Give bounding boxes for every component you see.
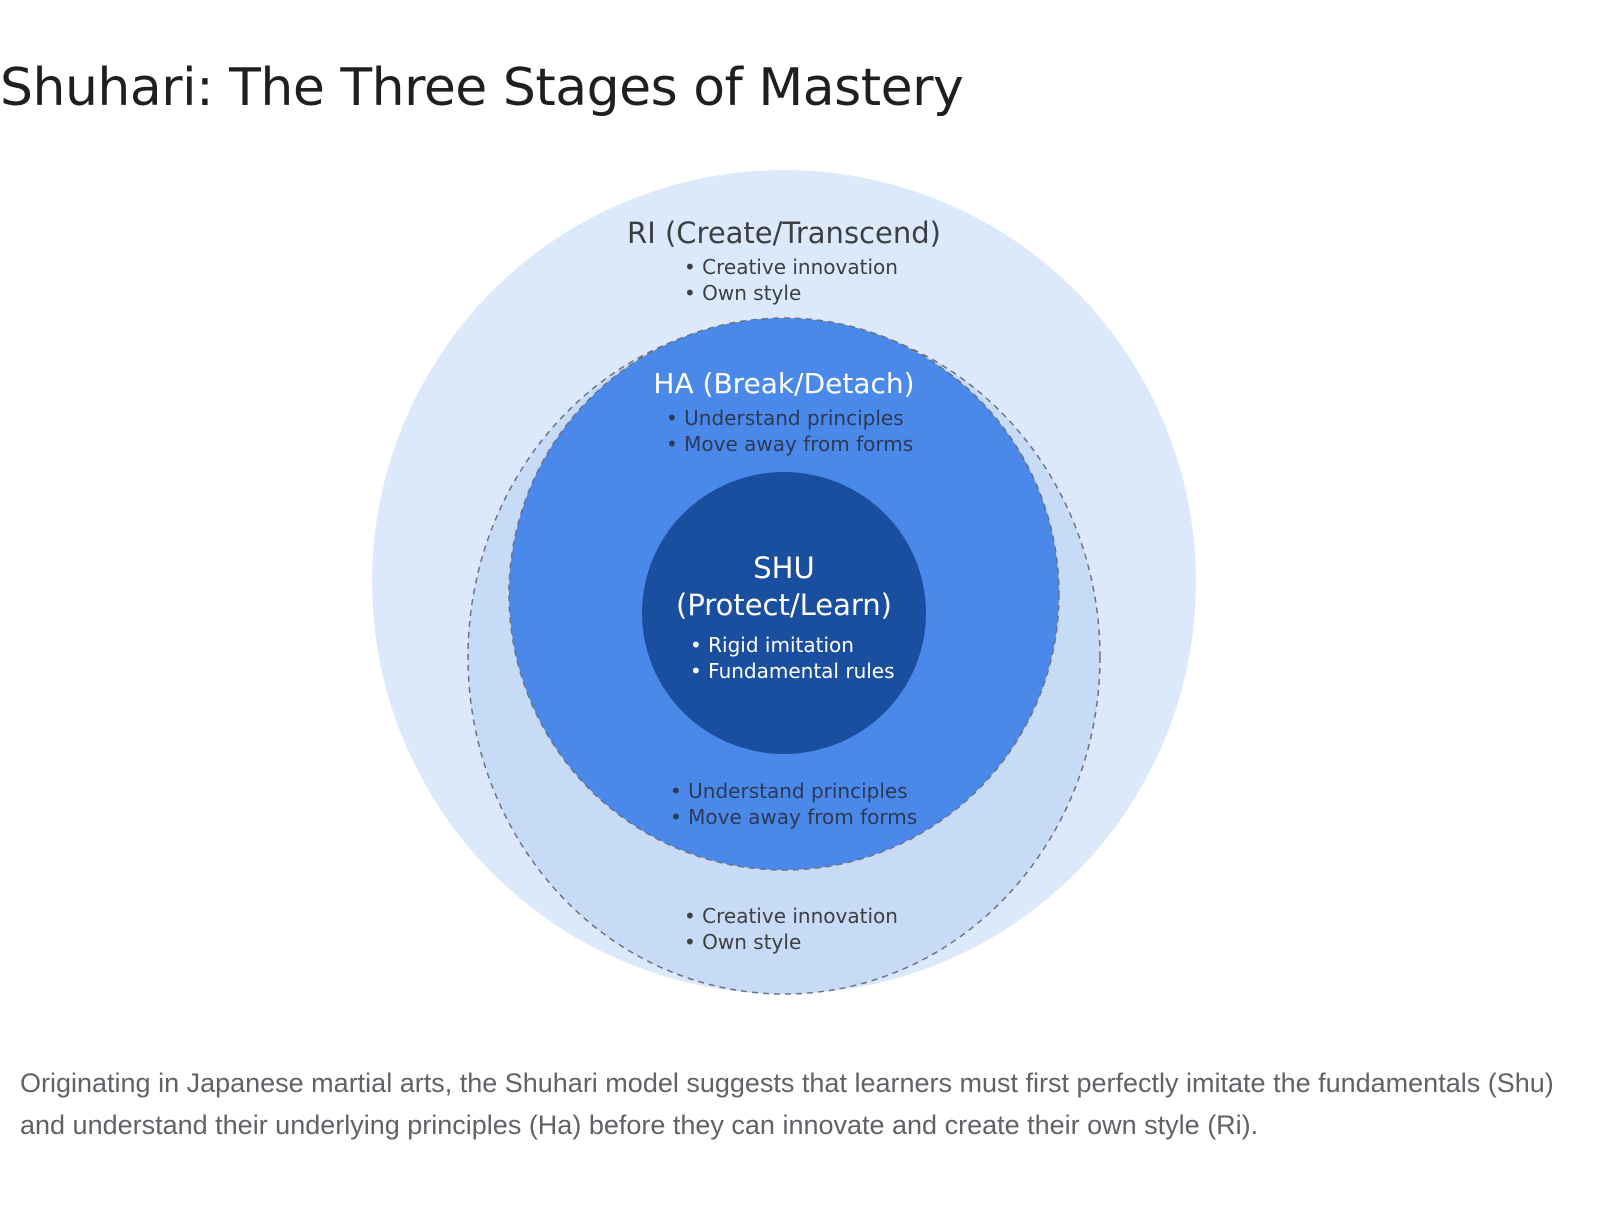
ha-bottom-bullet-2: • Move away from forms [670, 805, 917, 829]
ha-heading: HA (Break/Detach) [653, 367, 914, 400]
ri-bottom-bullet-1: • Creative innovation [684, 904, 898, 928]
shu-circle [642, 472, 926, 754]
shu-heading-line2: (Protect/Learn) [676, 588, 892, 622]
ha-bottom-bullet-1: • Understand principles [670, 779, 908, 803]
ha-bottom-bullet-list: • Understand principles • Move away from… [670, 779, 917, 829]
shu-bullet-list: • Rigid imitation • Fundamental rules [690, 633, 895, 683]
shu-bullet-2: • Fundamental rules [690, 659, 895, 683]
page-title: Shuhari: The Three Stages of Mastery [0, 58, 964, 118]
ri-top-bullet-2: • Own style [684, 281, 801, 305]
ri-bottom-bullet-list: • Creative innovation • Own style [684, 904, 898, 954]
ha-top-bullet-1: • Understand principles [666, 406, 904, 430]
ri-bottom-bullet-2: • Own style [684, 930, 801, 954]
caption: Originating in Japanese martial arts, th… [20, 1068, 1554, 1140]
shuhari-diagram: RI (Create/Transcend) • Creative innovat… [372, 170, 1196, 995]
ri-heading: RI (Create/Transcend) [627, 216, 941, 250]
ri-top-bullet-1: • Creative innovation [684, 255, 898, 279]
shu-bullet-1: • Rigid imitation [690, 633, 854, 657]
shu-heading-line1: SHU [753, 551, 814, 585]
ri-top-bullet-list: • Creative innovation • Own style [684, 255, 898, 305]
ha-top-bullet-list: • Understand principles • Move away from… [666, 406, 913, 456]
ha-top-bullet-2: • Move away from forms [666, 432, 913, 456]
